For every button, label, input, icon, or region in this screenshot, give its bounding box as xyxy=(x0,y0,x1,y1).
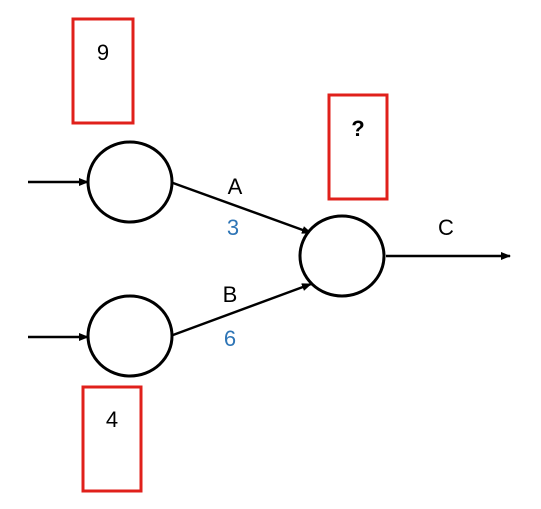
edge-b-weight: 6 xyxy=(224,326,236,351)
top-input-box xyxy=(71,17,135,125)
output-value-box xyxy=(327,93,389,201)
edge-a-arrow xyxy=(172,181,312,235)
edge-a-weight: 3 xyxy=(227,215,239,240)
top-input-node xyxy=(86,140,174,224)
output-node xyxy=(298,214,386,298)
edge-a-label: A xyxy=(228,174,243,199)
output-unknown-value: ? xyxy=(351,116,364,141)
bottom-input-value: 4 xyxy=(106,407,118,432)
edge-b-arrow xyxy=(172,282,312,337)
edge-b-label: B xyxy=(223,282,238,307)
bottom-input-box xyxy=(81,385,143,493)
edge-c-label: C xyxy=(438,215,454,240)
bottom-input-node xyxy=(86,294,174,378)
top-input-value: 9 xyxy=(97,40,109,65)
